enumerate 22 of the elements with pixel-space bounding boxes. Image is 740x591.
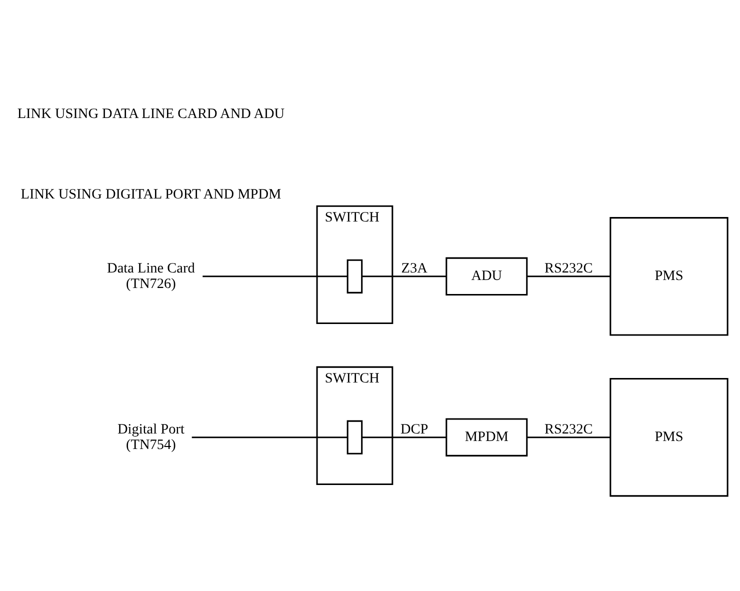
connector <box>527 275 610 277</box>
cluster: SWITCH <box>316 204 394 324</box>
node-box: MPDM <box>446 418 528 456</box>
node-box: PMS <box>610 216 728 336</box>
node-text: Data Line Card (TN726) <box>107 260 195 292</box>
node-box <box>346 258 363 293</box>
node-box: PMS <box>610 378 728 496</box>
edge-label: DCP <box>400 420 428 437</box>
connector <box>362 436 446 438</box>
connector <box>202 275 348 277</box>
cluster: SWITCH <box>316 366 394 484</box>
edge-label: RS232C <box>544 420 593 437</box>
edge-label: RS232C <box>544 260 593 276</box>
edge-label: Z3A <box>401 260 428 276</box>
node-box: ADU <box>446 256 528 295</box>
label: LINK USING DATA LINE CARD AND ADU <box>17 106 285 122</box>
label: LINK USING DIGITAL PORT AND MPDM <box>20 186 282 202</box>
connector <box>192 436 348 438</box>
node-box <box>346 420 363 454</box>
node-text: Digital Port (TN754) <box>118 420 184 452</box>
connector <box>527 436 610 438</box>
connector <box>362 275 446 277</box>
